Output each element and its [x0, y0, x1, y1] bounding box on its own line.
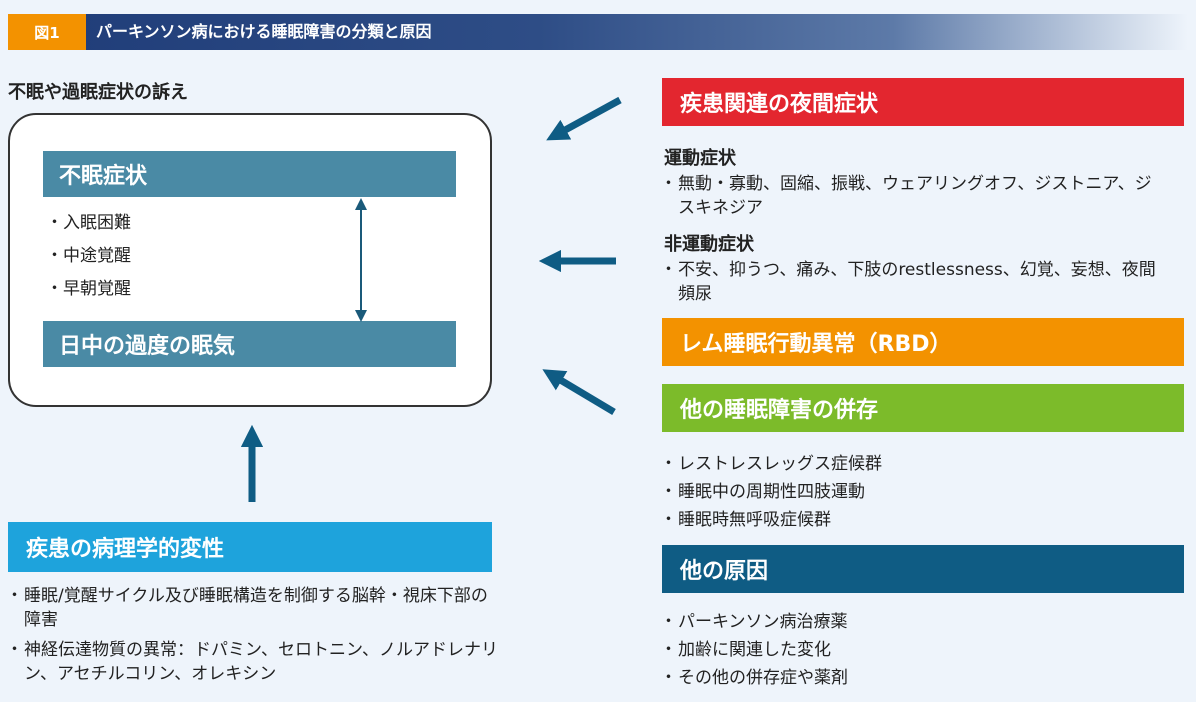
arrow-disease-icon — [546, 96, 622, 141]
other-causes-item: パーキンソン病治療薬 — [660, 608, 848, 636]
figure-header-bar — [8, 14, 1188, 50]
nonmotor-symptoms-heading: 非運動症状 — [664, 234, 754, 255]
pathology-list: 睡眠/覚醒サイクル及び睡眠構造を制御する脳幹・視床下部の障害 神経伝達物質の異常… — [6, 584, 498, 692]
disease-related-heading: 疾患関連の夜間症状 — [662, 78, 1184, 126]
insomnia-list: 入眠困難 中途覚醒 早朝覚醒 — [46, 207, 131, 306]
comorbid-sleep-list: レストレスレッグス症候群 睡眠中の周期性四肢運動 睡眠時無呼吸症候群 — [660, 450, 882, 534]
comorbid-sleep-heading: 他の睡眠障害の併存 — [662, 384, 1184, 432]
insomnia-item: 入眠困難 — [46, 207, 131, 240]
daytime-sleepiness-heading: 日中の過度の眠気 — [43, 321, 456, 367]
other-causes-list: パーキンソン病治療薬 加齢に関連した変化 その他の併存症や薬剤 — [660, 608, 848, 692]
other-causes-heading: 他の原因 — [662, 545, 1184, 593]
pathology-heading: 疾患の病理学的変性 — [8, 522, 492, 572]
motor-symptoms-list: 無動・寡動、固縮、振戦、ウェアリングオフ、ジストニア、ジスキネジア — [660, 172, 1162, 220]
motor-symptoms-heading: 運動症状 — [664, 148, 736, 169]
rbd-heading: レム睡眠行動異常（RBD） — [662, 318, 1184, 366]
pathology-item: 神経伝達物質の異常：ドパミン、セロトニン、ノルアドレナリン、アセチルコリン、オレ… — [6, 638, 498, 686]
complaints-label: 不眠や過眠症状の訴え — [8, 82, 188, 103]
nonmotor-symptoms-list: 不安、抑うつ、痛み、下肢のrestlessness、幻覚、妄想、夜間頻尿 — [660, 258, 1162, 306]
figure-number-tag: 図1 — [8, 14, 86, 50]
insomnia-item: 中途覚醒 — [46, 240, 131, 273]
other-causes-item: 加齢に関連した変化 — [660, 636, 848, 664]
comorbid-sleep-item: 睡眠中の周期性四肢運動 — [660, 478, 882, 506]
motor-symptoms-item: 無動・寡動、固縮、振戦、ウェアリングオフ、ジストニア、ジスキネジア — [660, 172, 1162, 220]
arrow-rbd-icon — [542, 369, 616, 416]
figure-title: パーキンソン病における睡眠障害の分類と原因 — [96, 22, 432, 41]
comorbid-sleep-item: レストレスレッグス症候群 — [660, 450, 882, 478]
insomnia-item: 早朝覚醒 — [46, 273, 131, 306]
comorbid-sleep-item: 睡眠時無呼吸症候群 — [660, 506, 882, 534]
other-causes-item: その他の併存症や薬剤 — [660, 664, 848, 692]
nonmotor-symptoms-item: 不安、抑うつ、痛み、下肢のrestlessness、幻覚、妄想、夜間頻尿 — [660, 258, 1162, 306]
double-arrow-icon — [355, 198, 367, 322]
pathology-item: 睡眠/覚醒サイクル及び睡眠構造を制御する脳幹・視床下部の障害 — [6, 584, 498, 632]
insomnia-heading: 不眠症状 — [43, 151, 456, 197]
